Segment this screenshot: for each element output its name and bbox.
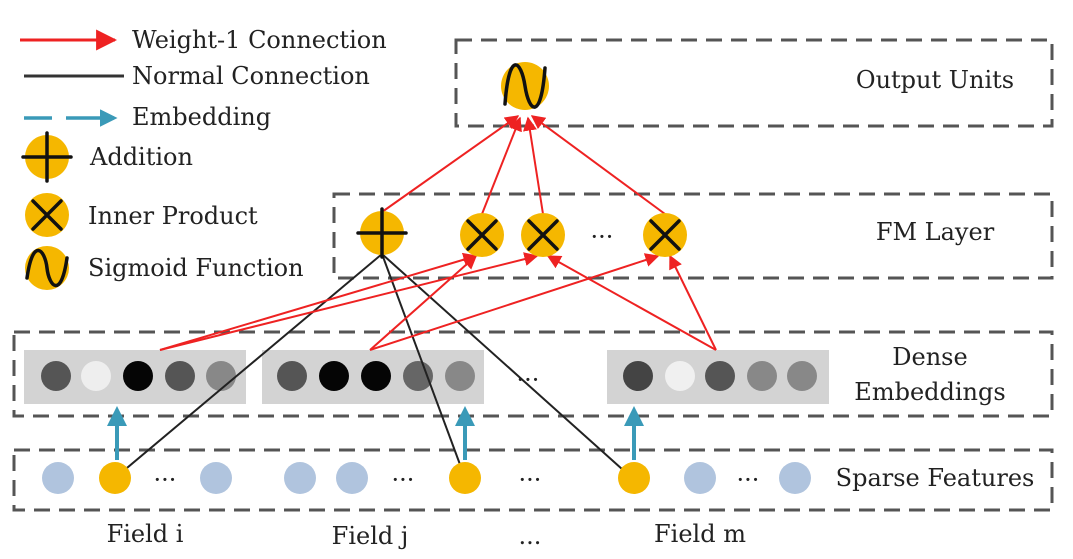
- weight1-connection: [159, 252, 539, 351]
- embedding-cell: [206, 361, 236, 391]
- output-units-box: [454, 38, 1054, 128]
- inner-product-node: [460, 213, 504, 257]
- weight1-connection: [369, 253, 660, 351]
- field-label-m: Field m: [654, 520, 746, 548]
- weight1-connection: [669, 254, 717, 351]
- sparse-feature-inactive: [42, 462, 74, 494]
- legend-label-embedding: Embedding: [132, 103, 271, 131]
- embedding-arrows: [107, 406, 644, 460]
- dense-embeddings-label-line1: Dense: [892, 343, 967, 371]
- sparse-feature-active: [618, 462, 650, 494]
- normal-connection: [381, 253, 633, 479]
- normal-connection: [114, 253, 383, 479]
- sparse-feature-inactive: [284, 462, 316, 494]
- weight1-connections: [159, 115, 717, 351]
- field-label-j: Field j: [332, 522, 409, 550]
- layer-boxes: [12, 38, 1054, 512]
- embedding-group-field-j: [262, 350, 484, 404]
- weight1-connection: [546, 255, 717, 351]
- sparse-features-label: Sparse Features: [836, 464, 1035, 492]
- sparse-ellipsis: ···: [737, 466, 760, 494]
- embedding-cell: [623, 361, 653, 391]
- embedding-cell: [41, 361, 71, 391]
- weight1-connection: [481, 116, 522, 215]
- fm-layer-box: [332, 192, 1054, 280]
- sigmoid-circle-icon: [25, 246, 69, 290]
- sparse-ellipsis: ···: [392, 466, 415, 494]
- weight1-connection: [530, 115, 666, 215]
- sparse-feature-inactive: [336, 462, 368, 494]
- output-sigmoid-node: [501, 62, 549, 110]
- embedding-cell: [123, 361, 153, 391]
- addition-node: [356, 207, 408, 259]
- embedding-cell: [747, 361, 777, 391]
- inner-product-node: [643, 213, 687, 257]
- fm-ellipsis: ···: [591, 223, 614, 251]
- embedding-group-field-i: [24, 350, 246, 404]
- plus-circle-icon: [21, 131, 73, 183]
- legend: Weight-1 Connection Normal Connection Em…: [20, 26, 387, 290]
- field-label-i: Field i: [107, 520, 184, 548]
- embedding-cell: [81, 361, 111, 391]
- sparse-ellipsis: ···: [519, 466, 542, 494]
- weight1-connection: [369, 255, 478, 351]
- weight1-connection: [159, 252, 478, 351]
- legend-label-inner: Inner Product: [88, 202, 258, 230]
- embedding-group-field-m: [607, 350, 829, 404]
- fm-layer-nodes: ···: [356, 207, 687, 259]
- times-circle-icon: [25, 193, 69, 237]
- legend-item-addition: Addition: [21, 131, 193, 183]
- fm-layer-label: FM Layer: [876, 218, 995, 246]
- legend-item-embedding: Embedding: [24, 103, 271, 131]
- sparse-features-box: [12, 448, 1054, 512]
- legend-label-normal: Normal Connection: [132, 62, 370, 90]
- dense-embeddings-box: [12, 330, 1054, 418]
- embedding-cell: [277, 361, 307, 391]
- sparse-feature-active: [449, 462, 481, 494]
- legend-label-sigmoid: Sigmoid Function: [88, 254, 304, 282]
- inner-product-node: [521, 213, 565, 257]
- legend-item-weight1: Weight-1 Connection: [20, 26, 387, 54]
- embedding-cell: [319, 361, 349, 391]
- embedding-cell: [787, 361, 817, 391]
- legend-label-weight1: Weight-1 Connection: [132, 26, 387, 54]
- sparse-ellipsis: ···: [154, 466, 177, 494]
- embedding-cell: [705, 361, 735, 391]
- dense-embeddings-label-line2: Embeddings: [854, 378, 1005, 406]
- weight1-connection: [523, 116, 544, 215]
- sparse-feature-inactive: [684, 462, 716, 494]
- weight1-connection: [381, 115, 520, 213]
- sparse-feature-inactive: [779, 462, 811, 494]
- output-units-label: Output Units: [856, 66, 1014, 94]
- sparse-feature-inactive: [200, 462, 232, 494]
- legend-item-inner: Inner Product: [25, 193, 258, 237]
- embedding-cell: [165, 361, 195, 391]
- embedding-cell: [403, 361, 433, 391]
- sparse-features: ··· ··· ··· ···: [42, 462, 811, 494]
- embedding-cell: [361, 361, 391, 391]
- legend-item-normal: Normal Connection: [24, 62, 370, 90]
- legend-label-addition: Addition: [89, 143, 193, 171]
- field-label-ellipsis: ...: [519, 522, 542, 550]
- sparse-feature-active: [99, 462, 131, 494]
- dense-ellipsis: ···: [517, 366, 540, 394]
- legend-item-sigmoid: Sigmoid Function: [25, 246, 304, 290]
- embedding-cell: [445, 361, 475, 391]
- embedding-cell: [665, 361, 695, 391]
